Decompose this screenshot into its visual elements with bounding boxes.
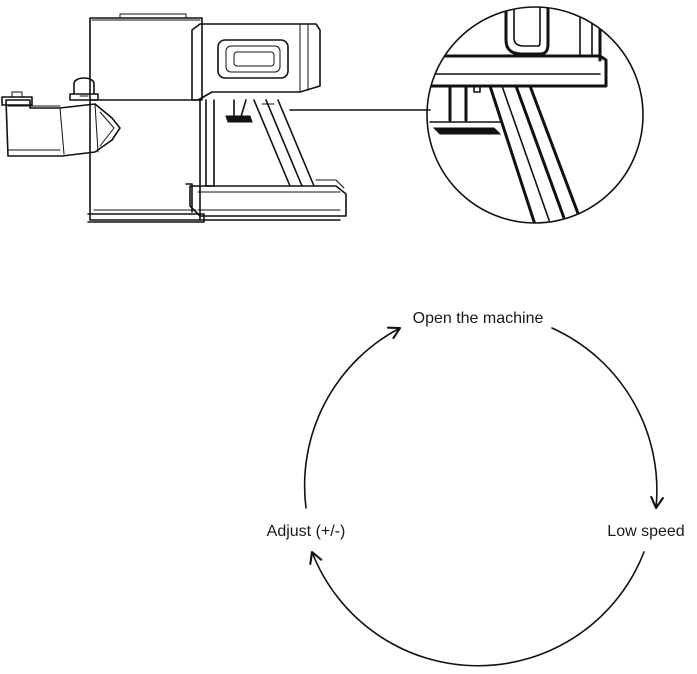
nozzle-attachment	[1, 91, 121, 157]
dust-bin	[87, 13, 205, 223]
motor-head	[191, 23, 321, 101]
cyclone-knob	[69, 77, 99, 101]
vacuum-illustration	[1, 13, 347, 223]
arrow-adjust-to-open	[303, 326, 402, 509]
arrow-low-to-adjust	[309, 550, 645, 667]
step-label-open: Open the machine	[413, 310, 544, 327]
cycle-diagram: Open the machine Low speed Adjust (+/-)	[267, 310, 685, 667]
arrow-open-to-low	[551, 327, 664, 510]
magnified-detail	[426, 6, 644, 224]
battery-pack	[185, 179, 347, 221]
step-label-adjust: Adjust (+/-)	[267, 523, 346, 540]
power-trigger	[225, 115, 253, 123]
handle	[205, 99, 315, 187]
step-label-low-speed: Low speed	[607, 523, 684, 540]
